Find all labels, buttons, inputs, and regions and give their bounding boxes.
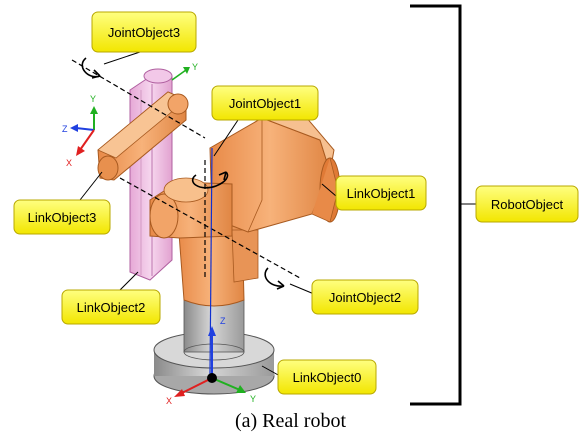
callout-joint1: JointObject1 bbox=[211, 85, 319, 157]
callout-link2: LinkObject2 bbox=[61, 271, 161, 325]
base-axis-x: X bbox=[166, 396, 172, 406]
figure-caption: (a) Real robot bbox=[234, 410, 347, 432]
callout-link1: LinkObject1 bbox=[321, 175, 427, 211]
callout-joint2: JointObject2 bbox=[289, 279, 419, 315]
link1-body bbox=[149, 109, 341, 239]
robot-bracket bbox=[410, 4, 476, 406]
tool-coordinate-frame: Y Z X bbox=[62, 94, 98, 168]
label-link0: LinkObject0 bbox=[293, 370, 362, 385]
base-axis-z: Z bbox=[220, 316, 226, 326]
label-link2: LinkObject2 bbox=[77, 300, 146, 315]
label-joint1: JointObject1 bbox=[229, 96, 301, 111]
label-robot: RobotObject bbox=[491, 197, 564, 212]
link2-axis-y: Y bbox=[192, 62, 198, 72]
joint-axis-lines bbox=[71, 59, 301, 375]
tool-axis-y: Y bbox=[90, 94, 96, 104]
label-joint3: JointObject3 bbox=[108, 25, 180, 40]
base-axis-y: Y bbox=[250, 394, 256, 404]
link2-coordinate-frame: Y bbox=[171, 62, 198, 81]
label-joint2: JointObject2 bbox=[329, 290, 401, 305]
label-link1: LinkObject1 bbox=[347, 186, 416, 201]
tool-axis-z: Z bbox=[62, 124, 68, 134]
label-link3: LinkObject3 bbox=[28, 210, 97, 225]
callout-link3: LinkObject3 bbox=[13, 171, 111, 235]
base-link0 bbox=[153, 299, 275, 395]
callout-robot: RobotObject bbox=[475, 185, 579, 223]
callout-joint3: JointObject3 bbox=[91, 11, 197, 65]
tool-axis-x: X bbox=[66, 158, 72, 168]
callout-link0: LinkObject0 bbox=[261, 359, 377, 395]
rotation-arrows bbox=[81, 57, 285, 290]
base-coordinate-frame: Z X Y bbox=[166, 316, 256, 406]
